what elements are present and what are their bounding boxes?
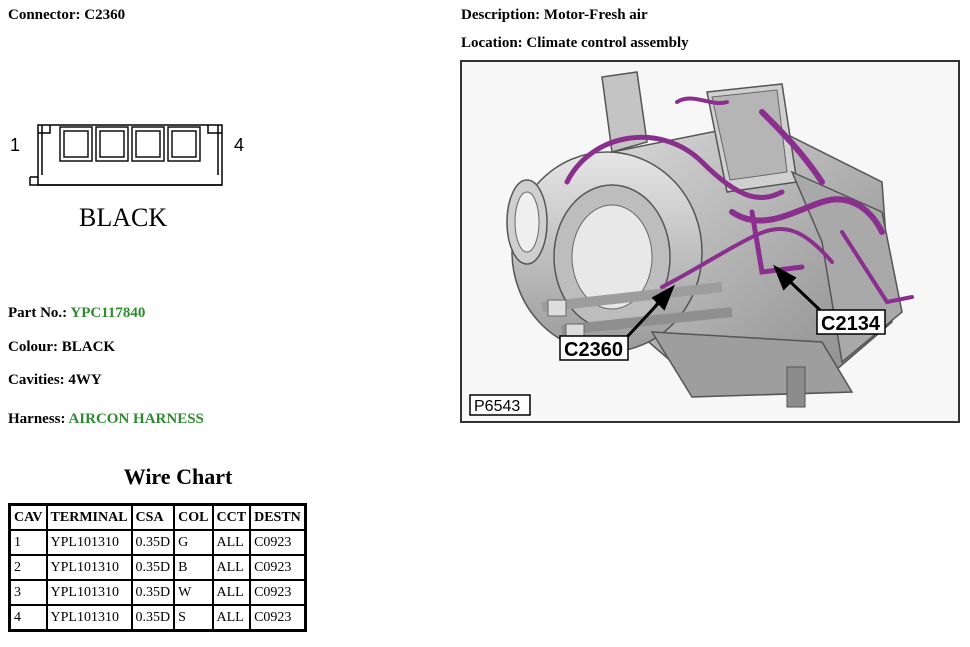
callout-c2360: C2360 <box>559 335 629 361</box>
harness-label: Harness: <box>8 411 66 427</box>
callout-c2134: C2134 <box>816 309 886 335</box>
connector-face-diagram: 1 4 BLACK <box>10 124 244 232</box>
cavities-label: Cavities: <box>8 372 65 388</box>
cell-terminal: YPL101310 <box>45 554 133 581</box>
cavities: Cavities: 4WY <box>8 372 102 389</box>
part-number: Part No.: YPC117840 <box>8 305 145 322</box>
header-destn: DESTN <box>249 503 307 531</box>
cell-cav: 3 <box>8 579 48 606</box>
part-number-label: Part No.: <box>8 305 68 321</box>
cell-cav: 2 <box>8 554 48 581</box>
location-label: Location: <box>461 35 523 51</box>
cell-csa: 0.35D <box>130 529 176 556</box>
table-row: 2 YPL101310 0.35D B ALL C0923 <box>8 554 307 581</box>
part-number-link[interactable]: YPC117840 <box>70 305 146 321</box>
connector-housing <box>29 124 223 186</box>
description: Description: Motor-Fresh air <box>461 7 648 24</box>
cell-cav: 4 <box>8 604 48 632</box>
cell-terminal: YPL101310 <box>45 604 133 632</box>
pin-label-right: 4 <box>234 135 244 155</box>
cell-cct: ALL <box>211 529 252 556</box>
cell-cct: ALL <box>211 554 252 581</box>
header-cav: CAV <box>8 503 48 531</box>
callout-c2360-text: C2360 <box>564 339 623 361</box>
cell-terminal: YPL101310 <box>45 579 133 606</box>
location-value: Climate control assembly <box>526 35 689 51</box>
cell-terminal: YPL101310 <box>45 529 133 556</box>
table-row: 3 YPL101310 0.35D W ALL C0923 <box>8 579 307 606</box>
cell-destn: C0923 <box>249 529 307 556</box>
cell-col: G <box>173 529 214 556</box>
cell-csa: 0.35D <box>130 604 176 632</box>
harness-link[interactable]: AIRCON HARNESS <box>68 411 204 427</box>
cell-col: S <box>173 604 214 632</box>
connector-value: C2360 <box>84 7 126 23</box>
cell-col: B <box>173 554 214 581</box>
connector-label: Connector: <box>8 7 81 23</box>
cell-csa: 0.35D <box>130 554 176 581</box>
image-id-label: P6543 <box>469 394 531 416</box>
description-value: Motor-Fresh air <box>543 7 648 23</box>
cell-cct: ALL <box>211 604 252 632</box>
callout-c2134-text: C2134 <box>821 313 881 335</box>
cell-destn: C0923 <box>249 579 307 606</box>
image-id-text: P6543 <box>474 398 520 415</box>
location: Location: Climate control assembly <box>461 35 689 52</box>
header-csa: CSA <box>130 503 176 531</box>
cell-csa: 0.35D <box>130 579 176 606</box>
cell-cct: ALL <box>211 579 252 606</box>
location-illustration: C2360 C2134 P6543 <box>460 60 960 423</box>
header-col: COL <box>173 503 214 531</box>
cavities-value: 4WY <box>68 372 102 388</box>
cell-destn: C0923 <box>249 604 307 632</box>
description-label: Description: <box>461 7 541 23</box>
cell-col: W <box>173 579 214 606</box>
connector-cavities <box>59 126 201 162</box>
header-terminal: TERMINAL <box>45 503 133 531</box>
callout-arrows <box>625 264 824 339</box>
climate-unit-drawing: C2360 C2134 P6543 <box>469 71 914 416</box>
colour: Colour: BLACK <box>8 339 115 356</box>
header-cct: CCT <box>211 503 252 531</box>
table-row: 1 YPL101310 0.35D G ALL C0923 <box>8 529 307 556</box>
cell-cav: 1 <box>8 529 48 556</box>
wire-chart-title: Wire Chart <box>123 464 233 489</box>
table-row: 4 YPL101310 0.35D S ALL C0923 <box>8 604 307 632</box>
pin-label-left: 1 <box>10 135 20 155</box>
connector-color-text: BLACK <box>79 203 167 232</box>
connector-title: Connector: C2360 <box>8 7 125 24</box>
colour-label: Colour: <box>8 339 58 355</box>
colour-value: BLACK <box>61 339 116 355</box>
cell-destn: C0923 <box>249 554 307 581</box>
harness: Harness: AIRCON HARNESS <box>8 411 204 428</box>
aircon-harness-route <box>564 96 914 305</box>
wire-chart-table: CAV TERMINAL CSA COL CCT DESTN 1 YPL1013… <box>8 503 307 632</box>
table-header-row: CAV TERMINAL CSA COL CCT DESTN <box>8 503 307 531</box>
